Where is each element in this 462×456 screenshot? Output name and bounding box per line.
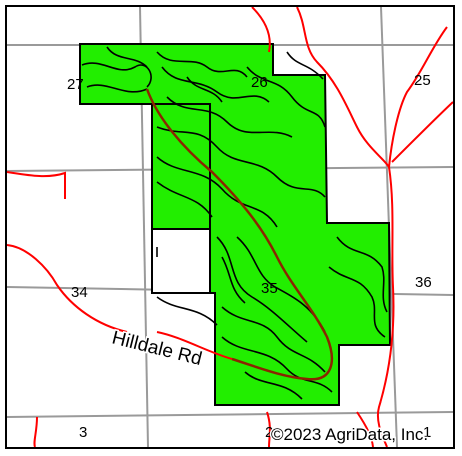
map-canvas: 27 26 25 34 35 36 3 2 1 Hilldale Rd ©202…: [7, 7, 453, 447]
soil-map: 27 26 25 34 35 36 3 2 1 Hilldale Rd ©202…: [5, 5, 455, 449]
section-label-34: 34: [71, 284, 88, 301]
section-label-35: 35: [261, 280, 278, 297]
excluded-area: [151, 228, 211, 294]
section-label-27: 27: [67, 76, 84, 93]
section-label-25: 25: [414, 72, 431, 89]
copyright-text: ©2023 AgriData, Inc.: [271, 425, 428, 444]
section-label-1: 1: [423, 424, 431, 441]
section-label-3: 3: [79, 424, 87, 441]
section-label-26: 26: [251, 74, 268, 91]
section-label-2: 2: [265, 424, 273, 441]
streams: [7, 7, 453, 447]
road-label: Hilldale Rd: [110, 327, 204, 370]
section-label-36: 36: [415, 274, 432, 291]
soil-contours: [81, 46, 388, 400]
road-line: [145, 88, 334, 381]
